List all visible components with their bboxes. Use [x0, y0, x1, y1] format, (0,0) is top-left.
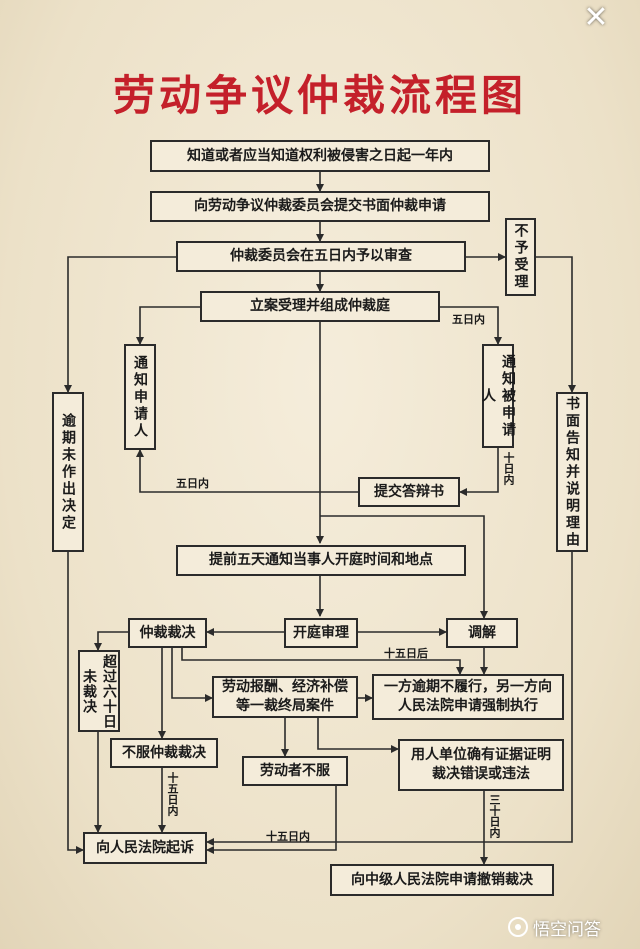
box-submit-defense: 提交答辩书 — [358, 477, 460, 507]
box-know-infringement: 知道或者应当知道权利被侵害之日起一年内 — [150, 140, 490, 172]
label-five-days-respondent: 五日内 — [452, 313, 485, 326]
label-fifteen-days-bottom: 十五日内 — [266, 830, 310, 843]
box-over-sixty-days: 超过六十日未裁决 — [78, 650, 120, 732]
box-written-notice: 书面告知并说明理由 — [556, 392, 588, 552]
box-file-case: 立案受理并组成仲裁庭 — [200, 291, 440, 322]
label-ten-days: 十日内 — [502, 452, 515, 485]
wukong-logo-icon — [508, 917, 528, 937]
label-thirty-days: 三十日内 — [488, 794, 501, 838]
close-button[interactable]: ✕ — [583, 0, 609, 35]
label-five-days-applicant: 五日内 — [176, 477, 209, 490]
box-review-five-days: 仲裁委员会在五日内予以审查 — [176, 241, 466, 272]
box-submit-application: 向劳动争议仲裁委员会提交书面仲裁申请 — [150, 191, 490, 222]
box-final-award-cases: 劳动报酬、经济补偿等一裁终局案件 — [212, 676, 358, 718]
box-worker-disagree: 劳动者不服 — [242, 756, 348, 786]
watermark: 悟空问答 — [508, 914, 601, 940]
box-party-overdue: 一方逾期不履行，另一方向人民法院申请强制执行 — [372, 674, 564, 720]
box-disagree-award: 不服仲裁裁决 — [110, 738, 218, 768]
label-fifteen-days-vertical: 十五日内 — [166, 772, 179, 816]
box-sue-in-court: 向人民法院起诉 — [83, 832, 207, 864]
box-hearing: 开庭审理 — [284, 618, 358, 648]
box-mediation: 调解 — [446, 618, 518, 648]
box-apply-revoke: 向中级人民法院申请撤销裁决 — [330, 864, 554, 896]
box-not-accepted: 不予受理 — [505, 218, 536, 296]
box-employer-evidence: 用人单位确有证据证明裁决错误或违法 — [398, 739, 564, 791]
box-overdue-no-decision: 逾期未作出决定 — [52, 392, 84, 552]
box-notify-respondent: 通知被申请人 — [480, 344, 516, 448]
watermark-text: 悟空问答 — [533, 919, 601, 940]
box-notify-hearing: 提前五天通知当事人开庭时间和地点 — [176, 545, 466, 576]
box-arbitration-award: 仲裁裁决 — [128, 618, 207, 648]
label-fifteen-days-after: 十五日后 — [384, 647, 428, 660]
box-notify-applicant: 通知申请人 — [124, 344, 156, 450]
page-title: 劳动争议仲裁流程图 — [112, 71, 527, 120]
